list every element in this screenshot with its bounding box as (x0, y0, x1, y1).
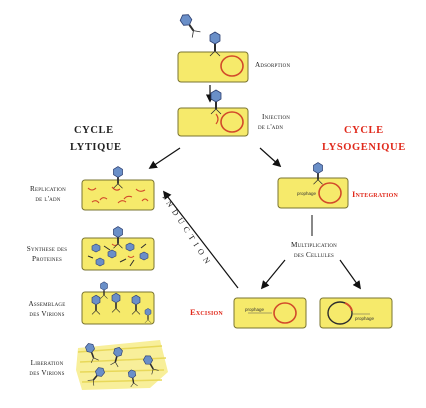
lytic-title-line1: CYCLE (74, 125, 114, 136)
injection-label-line1: Injection (262, 113, 291, 121)
arrow-to-prophage-cell (339, 259, 361, 290)
induction-arrow (162, 190, 239, 289)
assembly-label-line1: Assemblage (28, 300, 66, 308)
lytic-title-line2: LYTIQUE (70, 142, 122, 153)
liberation-label-line2: des Virions (29, 369, 65, 377)
excision-cell (233, 297, 307, 329)
free-phage-icon (177, 11, 201, 39)
synthesis-label-line1: Synthese des (26, 245, 68, 253)
replication-label-line2: de l'adn (35, 195, 61, 203)
prophage-tag-right: prophage (355, 316, 375, 321)
injection-label-line2: de l'adn (258, 123, 284, 131)
lysogenic-title-line1: CYCLE (344, 125, 384, 136)
assembly-label-line2: des Virions (29, 310, 65, 318)
synthesis-cell (81, 226, 155, 271)
assembly-cell (81, 281, 155, 325)
arrow-to-excision-cell (260, 259, 286, 290)
replication-cell (81, 166, 155, 211)
prophage-cell (319, 297, 393, 329)
replication-label-line1: Replication (30, 185, 66, 193)
prophage-tag-excision: prophage (245, 307, 265, 312)
synthesis-label-line2: Proteines (32, 255, 62, 263)
excision-label: Excision (190, 307, 223, 317)
integration-label: Integration (352, 189, 399, 199)
adsorption-label: Adsorption (255, 61, 291, 69)
multiplication-label-line2: des Cellules (293, 251, 335, 259)
lysogenic-title-line2: LYSOGENIQUE (322, 142, 406, 153)
liberation-label-line1: Liberation (30, 359, 64, 367)
liberation-cell (76, 340, 168, 390)
arrow-to-lysogenic (259, 147, 282, 168)
injection-cell (177, 89, 249, 137)
adsorption-cell (177, 31, 249, 83)
multiplication-label-line1: Multiplication (291, 241, 337, 249)
prophage-tag-integration: prophage (297, 191, 317, 196)
arrow-to-lytic (148, 147, 181, 169)
integration-cell (277, 162, 349, 209)
